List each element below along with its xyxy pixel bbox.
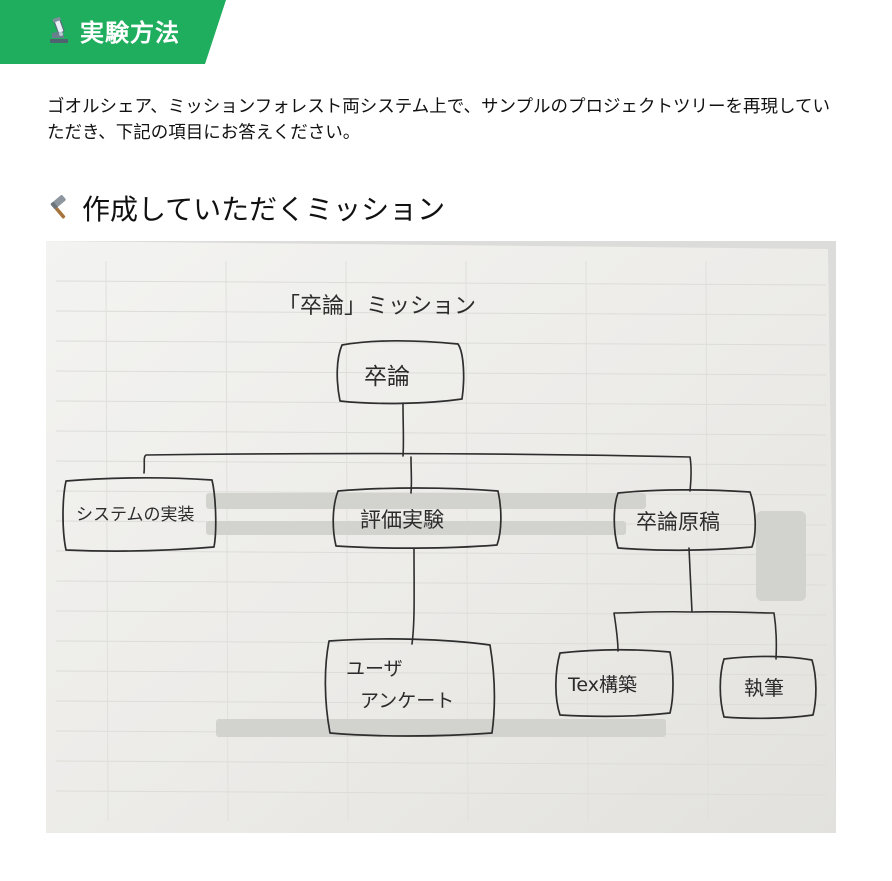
microscope-icon: [50, 17, 68, 43]
section-header: 実験方法: [0, 0, 226, 64]
sketch-drawing: 「卒論」ミッション 卒論 システムの実装 評価実験 卒論原稿 ユーザ アンケート…: [46, 241, 836, 833]
node-box-tex: [555, 649, 674, 718]
section-header-banner: [0, 0, 226, 64]
node-box-manuscript: [613, 489, 756, 551]
node-box-evaluation: [332, 487, 502, 549]
sketch-caption: 「卒論」ミッション: [278, 294, 476, 319]
section-title: 実験方法: [80, 19, 180, 47]
node-box-root: [336, 339, 465, 405]
paper-sheet: [46, 241, 836, 833]
node-label-user-survey-line1: ユーザ: [346, 658, 403, 680]
intro-paragraph: ゴオルシェア、ミッションフォレスト両システム上で、サンプルのプロジェクトツリーを…: [47, 97, 830, 143]
node-label-system: システムの実装: [76, 505, 195, 525]
node-label-tex: Tex構築: [567, 674, 637, 696]
node-box-user-survey: [324, 638, 496, 737]
mission-heading: 作成していただくミッション: [47, 188, 445, 228]
node-label-user-survey-line2: アンケート: [360, 690, 454, 712]
node-label-writing: 執筆: [744, 676, 784, 700]
node-box-writing: [719, 655, 817, 720]
mission-heading-label: 作成していただくミッション: [82, 193, 446, 226]
tree-connectors: [143, 402, 778, 660]
node-box-system: [62, 477, 217, 552]
tree-node-boxes: [62, 339, 817, 737]
node-label-root: 卒論: [364, 364, 410, 390]
sketch-photo: 「卒論」ミッション 卒論 システムの実装 評価実験 卒論原稿 ユーザ アンケート…: [46, 241, 836, 833]
node-label-manuscript: 卒論原稿: [636, 510, 720, 534]
hammer-icon: [50, 195, 66, 219]
node-label-evaluation: 評価実験: [360, 508, 444, 532]
